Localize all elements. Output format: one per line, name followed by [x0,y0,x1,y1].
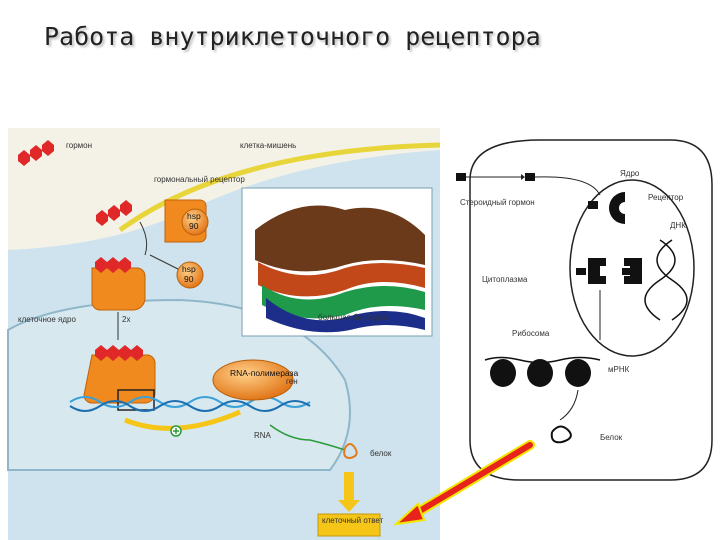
nucleus-label: клеточное ядро [18,315,76,324]
major-groove-label: большая бороздка [318,313,388,322]
translation-arrow [559,389,579,421]
protein-icon [343,443,358,460]
cell-membrane [118,142,441,233]
protein-right-icon [550,425,572,444]
hormone-label: гормон [66,141,92,150]
rna-label: RNA [254,431,272,440]
steroid-hormone-label: Стероидный гормон [460,198,535,207]
hormonal-receptor-label: гормональный рецептор [154,175,245,184]
steroid-hormone-inside [525,173,535,181]
gene-label: ген [286,377,298,386]
hsp2-number: 90 [184,274,194,284]
cytoplasm-label: Цитоплазма [482,275,528,284]
rna-strand [269,424,346,451]
hsp90-complex [181,208,209,236]
big-red-arrow [392,440,535,526]
nucleus-outline [569,179,695,357]
protein-label: белок [370,449,392,458]
hormone-molecule-top [18,140,54,166]
rna-polymerase [212,359,294,401]
receptor-dimer-on-dna [83,345,156,411]
cell-response-label: клеточный ответ [322,516,384,525]
rna-polymerase-label: RNA-полимераза [230,368,298,378]
hormone-entry-arrow [534,176,601,196]
cell-outline [469,139,713,481]
hormone-near-receptor [588,201,598,209]
ribosome-group [484,356,601,387]
page-title: Работа внутриклеточного рецептора [44,22,541,51]
dna-helix [644,239,688,321]
steroid-hormone-outside [456,173,466,181]
response-arrow-head [338,500,360,512]
left-figure: гормон клетка-мишень гормональный рецепт… [7,128,441,540]
ribosome-label: Рибосома [512,329,550,338]
extracellular-space [8,128,440,250]
protein-right-label: Белок [600,433,623,442]
receptor-shape [609,192,625,224]
dimer-label: 2x [122,315,130,324]
nucleus-label-right: Ядро [620,169,640,178]
dna-receptor-model-inset: большая бороздка [241,187,433,337]
mrna-label: мРНК [608,365,630,374]
receptor-dimer-right [576,258,642,284]
target-cell-label: клетка-мишень [240,141,296,150]
hormone-molecule-mid [96,200,132,226]
dna-label: ДНК [670,221,686,230]
right-figure: Стероидный гормон Ядро Рецептор ДНК Цито… [446,135,720,540]
binding-arrow [139,221,148,256]
hsp1-number: 90 [189,221,199,231]
response-arrow-shaft [344,472,354,502]
receptor-label: Рецептор [648,193,684,202]
hsp90-released [176,261,204,289]
cell-response-box [317,513,381,537]
hsp2-label: hsp [182,264,196,274]
hsp1-label: hsp [187,211,201,221]
hormone-receptor-complex [91,257,146,311]
